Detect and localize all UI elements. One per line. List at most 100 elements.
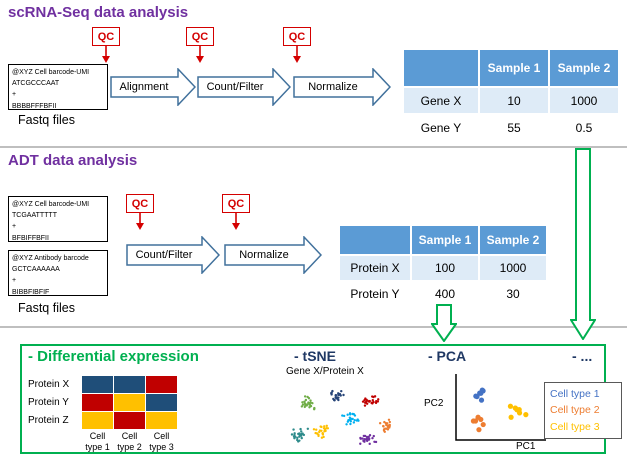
heatmap-row-label: Protein X bbox=[28, 379, 70, 390]
table-cell: 1000 bbox=[550, 88, 620, 115]
red-down-arrow-icon bbox=[136, 213, 144, 230]
protein-count-table: Sample 1 Sample 2 Protein X 100 1000 Pro… bbox=[340, 226, 548, 308]
qc-label: QC bbox=[92, 27, 120, 46]
qc-checkpoint-4: QC bbox=[126, 194, 154, 231]
red-down-arrow-icon bbox=[293, 46, 301, 63]
red-down-arrow-icon bbox=[196, 46, 204, 63]
step-normalize-adt: Normalize bbox=[224, 236, 322, 274]
fastq-line: BIBBFIBFIF bbox=[12, 288, 50, 296]
table-cell: 0.5 bbox=[550, 115, 620, 142]
block-arrow-icon bbox=[224, 236, 322, 274]
pca-x-axis-label: PC1 bbox=[516, 441, 536, 452]
heatmap-cell bbox=[146, 412, 177, 429]
step-count-filter: Count/Filter bbox=[197, 68, 291, 106]
step-label: Normalize bbox=[308, 81, 358, 93]
fastq-line: + bbox=[12, 91, 17, 99]
qc-checkpoint-1: QC bbox=[92, 27, 120, 64]
pca-scatter-icon bbox=[455, 374, 546, 441]
step-alignment: Alignment bbox=[110, 68, 196, 106]
step-label: Count/Filter bbox=[135, 249, 193, 261]
fastq-line: BBBBFFFBFII bbox=[12, 102, 57, 110]
fastq-line: GCTCAAAAAA bbox=[12, 266, 60, 274]
legend-item: Cell type 3 bbox=[550, 420, 600, 433]
table-cell: Protein Y bbox=[340, 282, 412, 308]
red-down-arrow-icon bbox=[232, 213, 240, 230]
tsne-label: - tSNE bbox=[294, 348, 336, 364]
heatmap-cell bbox=[82, 412, 113, 429]
step-label: Alignment bbox=[119, 81, 169, 93]
section-divider bbox=[0, 326, 627, 328]
qc-checkpoint-2: QC bbox=[186, 27, 214, 64]
heatmap-row-label: Protein Z bbox=[28, 415, 69, 426]
block-arrow-icon bbox=[126, 236, 220, 274]
table-cell: 10 bbox=[480, 88, 550, 115]
block-arrow-icon bbox=[197, 68, 291, 106]
heatmap-col-label: Cell type 3 bbox=[149, 431, 174, 452]
legend-item: Cell type 2 bbox=[550, 404, 600, 417]
heatmap-cell bbox=[82, 376, 113, 393]
table-header-cell bbox=[340, 226, 412, 256]
legend-item: Cell type 1 bbox=[550, 388, 600, 400]
gene-count-table: Sample 1 Sample 2 Gene X 10 1000 Gene Y … bbox=[404, 50, 620, 142]
heatmap-cell bbox=[146, 376, 177, 393]
step-label: Count/Filter bbox=[206, 81, 264, 93]
table-cell: Gene X bbox=[404, 88, 480, 115]
qc-label: QC bbox=[126, 194, 154, 213]
table-cell: 30 bbox=[480, 282, 548, 308]
block-arrow-icon bbox=[110, 68, 196, 106]
block-arrow-icon bbox=[293, 68, 391, 106]
fastq-line: ATCGCCCAAT bbox=[12, 80, 60, 88]
table-header-cell: Sample 2 bbox=[550, 50, 620, 88]
scrna-fastq-card: @XYZ Cell barcode-UMI ATCGCCCAAT + BBBBF… bbox=[8, 64, 108, 110]
scrna-section-title: scRNA-Seq data analysis bbox=[8, 4, 189, 21]
red-down-arrow-icon bbox=[102, 46, 110, 63]
tsne-plot bbox=[283, 379, 408, 451]
green-long-down-arrow-icon bbox=[570, 148, 596, 340]
fastq-line: @XYZ Antibody barcode bbox=[12, 255, 89, 262]
qc-label: QC bbox=[186, 27, 214, 46]
table-cell: Protein X bbox=[340, 256, 412, 282]
heatmap-cell bbox=[114, 376, 145, 393]
heatmap-col-label: Cell type 2 bbox=[117, 431, 142, 452]
step-label: Normalize bbox=[239, 249, 289, 261]
table-cell: 1000 bbox=[480, 256, 548, 282]
scrna-fastq-caption: Fastq files bbox=[18, 113, 75, 127]
fastq-line: + bbox=[12, 277, 17, 285]
heatmap-cell bbox=[82, 394, 113, 411]
fastq-line: @XYZ Cell barcode-UMI bbox=[12, 201, 90, 208]
table-header-cell: Sample 1 bbox=[480, 50, 550, 88]
tsne-scatter-icon bbox=[290, 389, 392, 446]
pca-plot bbox=[448, 372, 548, 447]
step-normalize: Normalize bbox=[293, 68, 391, 106]
table-cell: 55 bbox=[480, 115, 550, 142]
table-cell: Gene Y bbox=[404, 115, 480, 142]
differential-expression-label: - Differential expression bbox=[28, 348, 199, 365]
pca-label: - PCA bbox=[428, 348, 467, 364]
fastq-line: BFBIFFBFII bbox=[12, 234, 49, 242]
fastq-line: @XYZ Cell barcode-UMI bbox=[12, 69, 90, 76]
adt-fastq-card-antibody: @XYZ Antibody barcode GCTCAAAAAA + BIBBF… bbox=[8, 250, 108, 296]
adt-section-title: ADT data analysis bbox=[8, 152, 138, 169]
section-divider bbox=[0, 146, 627, 148]
qc-checkpoint-5: QC bbox=[222, 194, 250, 231]
fastq-line: TCGAATTTTT bbox=[12, 212, 57, 220]
cell-type-legend: Cell type 1 Cell type 2 Cell type 3 bbox=[544, 382, 622, 439]
table-header-cell bbox=[404, 50, 480, 88]
qc-checkpoint-3: QC bbox=[283, 27, 311, 64]
table-cell: 100 bbox=[412, 256, 480, 282]
expression-heatmap bbox=[82, 376, 177, 429]
adt-fastq-card-cell: @XYZ Cell barcode-UMI TCGAATTTTT + BFBIF… bbox=[8, 196, 108, 242]
table-header-cell: Sample 1 bbox=[412, 226, 480, 256]
tsne-subtitle: Gene X/Protein X bbox=[286, 366, 364, 377]
qc-label: QC bbox=[222, 194, 250, 213]
more-analyses-label: - ... bbox=[572, 348, 593, 364]
fastq-line: + bbox=[12, 223, 17, 231]
heatmap-cell bbox=[114, 412, 145, 429]
qc-label: QC bbox=[283, 27, 311, 46]
green-down-arrow-icon bbox=[431, 304, 457, 342]
heatmap-row-label: Protein Y bbox=[28, 397, 69, 408]
table-header-cell: Sample 2 bbox=[480, 226, 548, 256]
adt-fastq-caption: Fastq files bbox=[18, 301, 75, 315]
heatmap-cell bbox=[114, 394, 145, 411]
